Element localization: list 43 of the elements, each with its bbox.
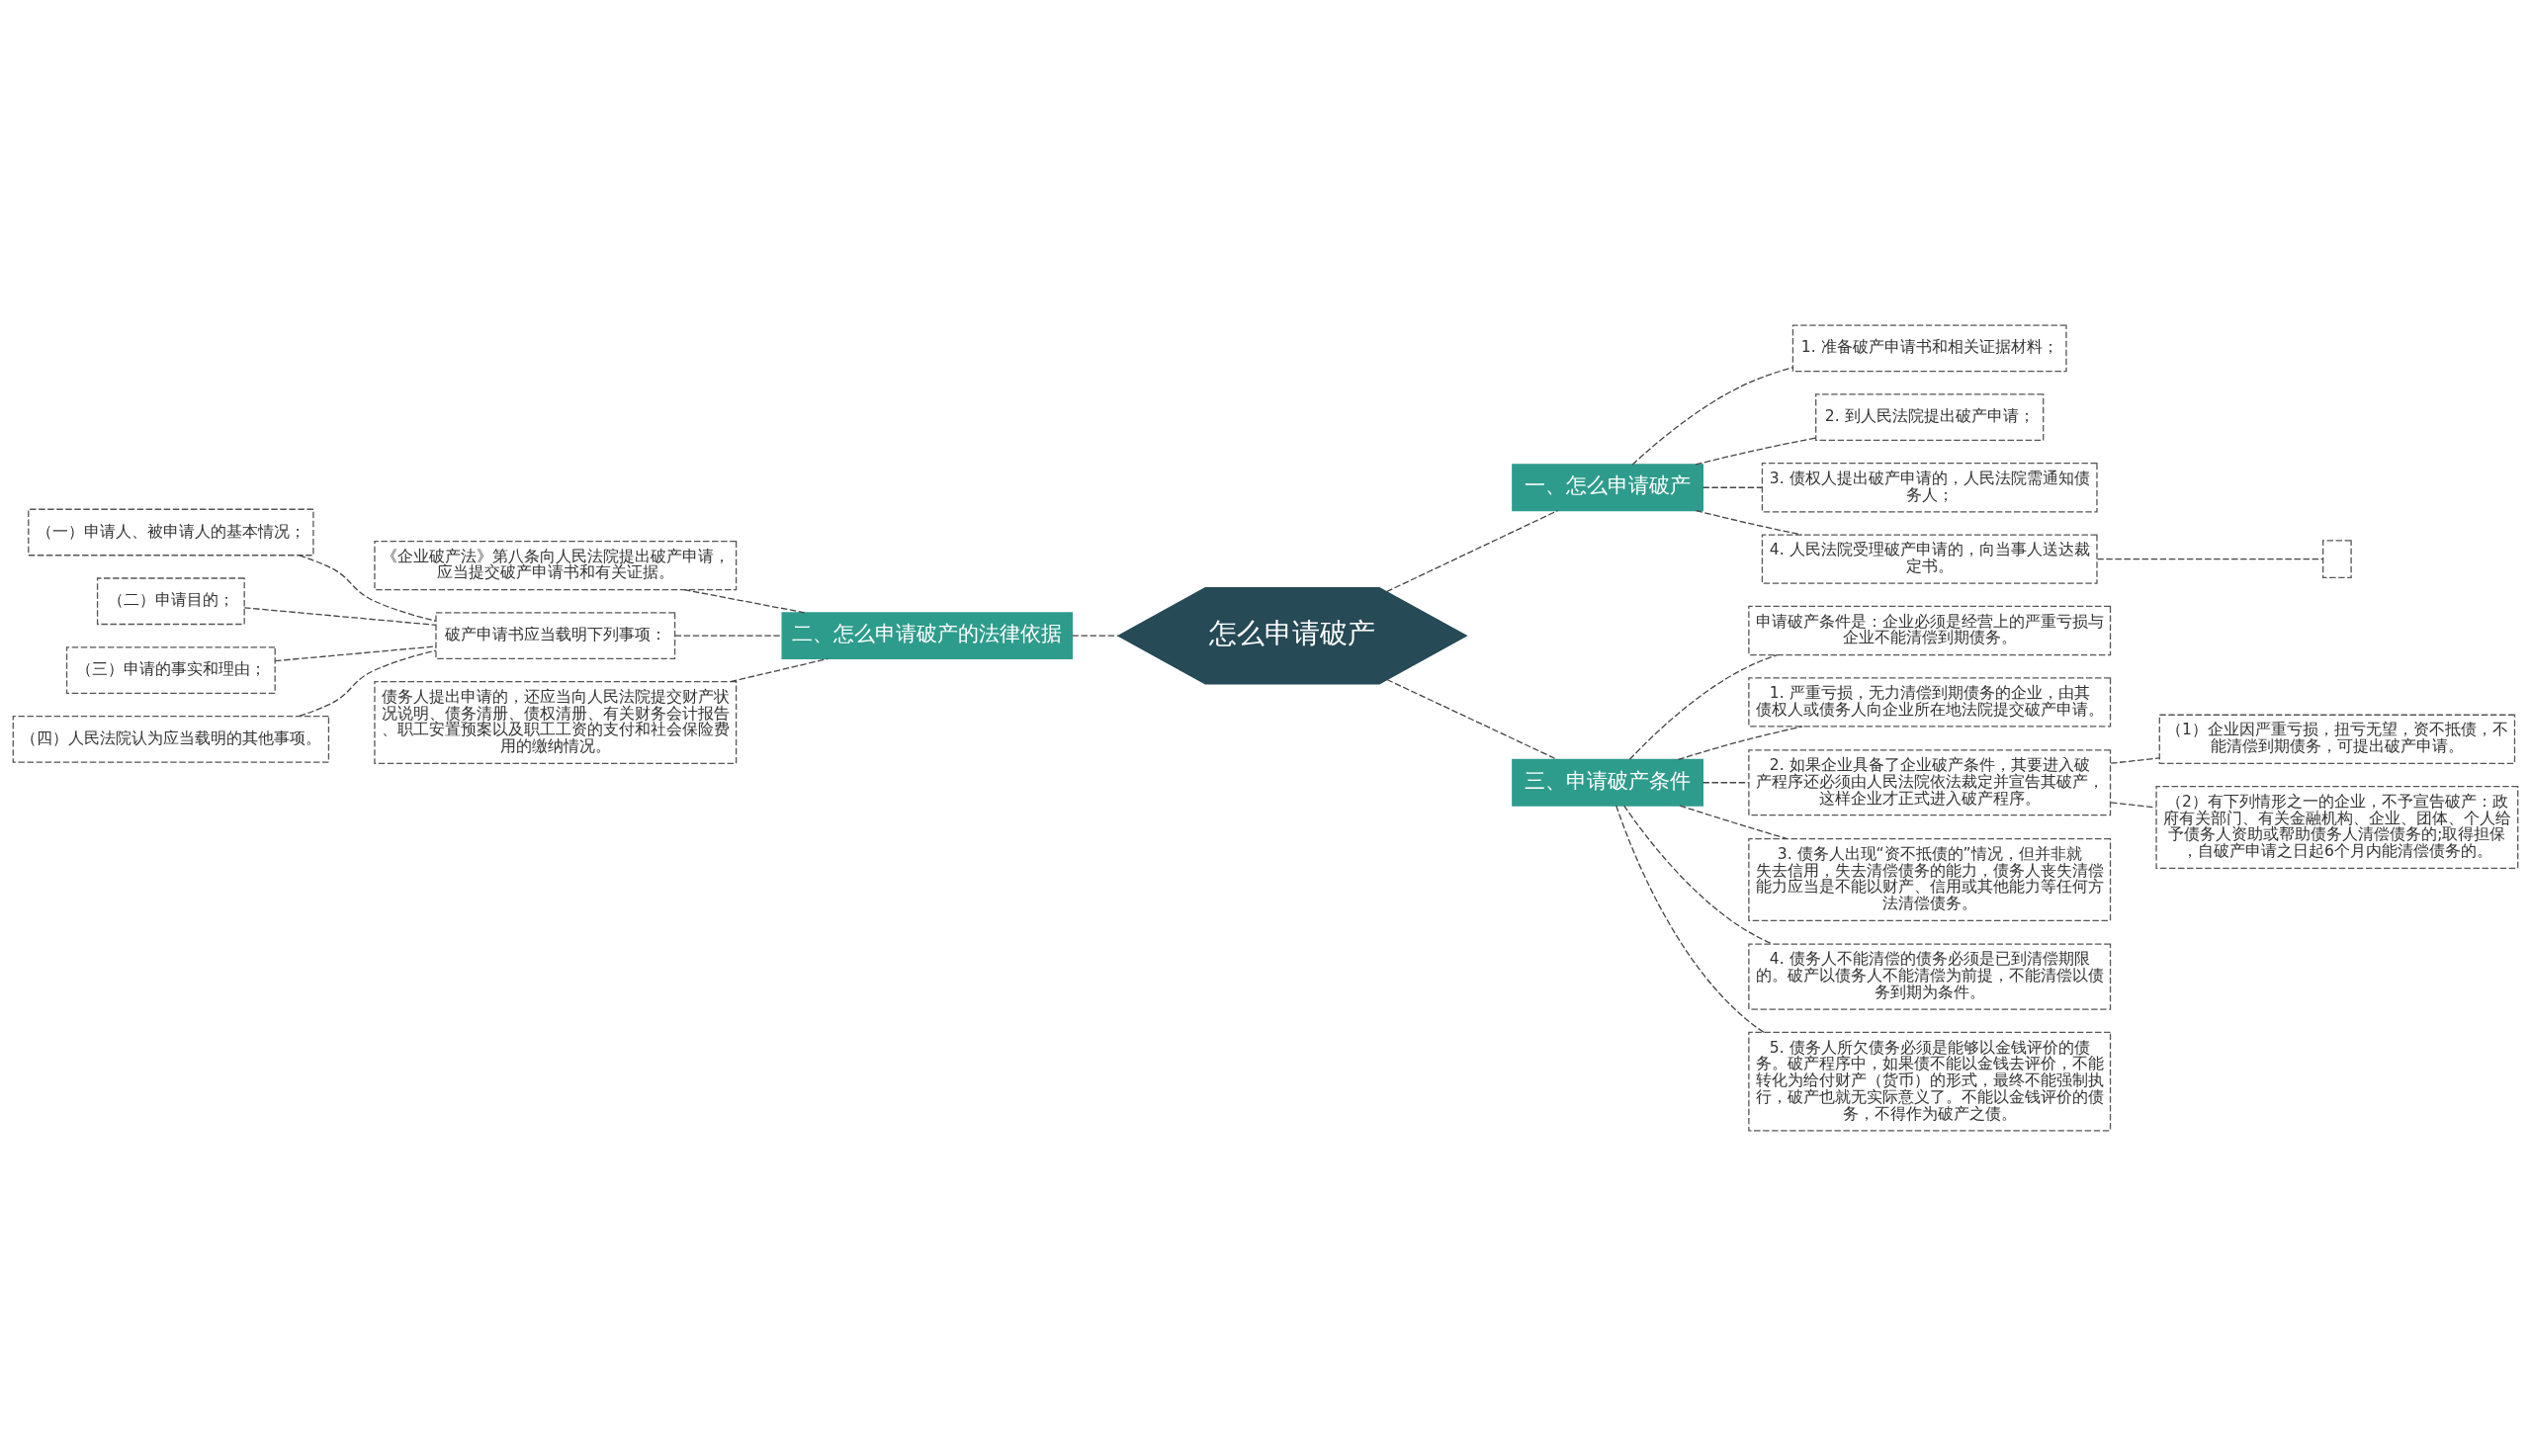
node-box: 2. 到人民法院提出破产申请； [1815,393,2045,442]
node-box: （一）申请人、被申请人的基本情况； [28,508,314,557]
node-box [2322,540,2352,578]
connector [1615,805,1765,1033]
node-box: 4. 人民法院受理破产申请的，向当事人送达裁定书。 [1761,534,2098,584]
node-box: 2. 如果企业具备了企业破产条件，其要进入破产程序还必须由人民法院依法裁定并宣告其破产，这样企业才正式进入破产程序。 [1748,749,2112,816]
node-box: （四）人民法院认为应当载明的其他事项。 [12,715,330,763]
node-box: 二、怎么申请破产的法律依据 [781,612,1074,660]
node-box: 1. 严重亏损，无力清偿到期债务的企业，由其债权人或债务人向企业所在地法院提交破产申请。 [1748,677,2112,728]
connector [1702,782,1750,784]
connector [1702,486,1763,488]
connector [1386,678,1558,761]
node-box: 1. 准备破产申请书和相关证据材料； [1791,324,2067,373]
connector [1631,367,1793,466]
node-box: 三、申请破产条件 [1512,758,1703,807]
connector [1385,509,1559,593]
connector [243,607,437,626]
node-box: 3. 债务人出现“资不抵债的”情况，但并非就失去信用，失去清偿债务的能力，债务人丧失清偿能力应当是不能以财产、信用或其他能力等任何方法清偿债务。 [1748,837,2112,921]
connector [1623,805,1774,945]
connector [1695,509,1802,536]
connector [274,645,437,662]
node-box: （三）申请的事实和理由； [65,646,276,694]
connector [299,555,437,622]
node-box: 破产申请书应当载明下列事项： [435,612,676,660]
connector [299,649,437,718]
node-box: （1）企业因严重亏损，扭亏无望，资不抵债，不能清偿到期债务，可提出破产申请。 [2158,714,2516,764]
node-box: （2）有下列情形之一的企业，不予宣告破产：政府有关部门、有关金融机构、企业、团体、个人给予债务人资助或帮助债务人清偿债务的;取得担保，自破产申请之日起6个月内能清偿债务的。 [2155,785,2519,869]
node-box: 5. 债务人所欠债务必须是能够以金钱评价的债务。破产程序中，如果债不能以金钱去评价，不能转化为给付财产（货币）的形式，最终不能强制执行，破产也就无实际意义了。不能以金钱评价的债务，不得作为破产之债。 [1748,1031,2112,1132]
connector [2096,557,2324,560]
connector [674,635,783,637]
node-box: （二）申请目的； [96,577,245,626]
connector [2110,757,2160,764]
node-box: 债务人提出申请的，还应当向人民法院提交财产状况说明、债务清册、债权清册、有关财务会计报告、职工安置预案以及职工工资的支付和社会保险费用的缴纳情况。 [374,681,738,764]
connector [683,589,806,614]
connector [1695,437,1817,466]
connector [730,657,829,683]
node-box: 3. 债权人提出破产申请的，人民法院需通知债务人； [1761,463,2098,513]
node-box: 一、怎么申请破产 [1512,464,1703,512]
connector [2110,802,2157,809]
node-box: 4. 债务人不能清偿的债务必须是已到清偿期限的。破产以债务人不能清偿为前提，不能清偿以债务到期为条件。 [1748,943,2112,1010]
node-box: 《企业破产法》第八条向人民法院提出破产申请，应当提交破产申请书和有关证据。 [374,540,738,591]
connector [1071,635,1119,637]
node-box: 申请破产条件是：企业必须是经营上的严重亏损与企业不能清偿到期债务。 [1748,605,2112,656]
